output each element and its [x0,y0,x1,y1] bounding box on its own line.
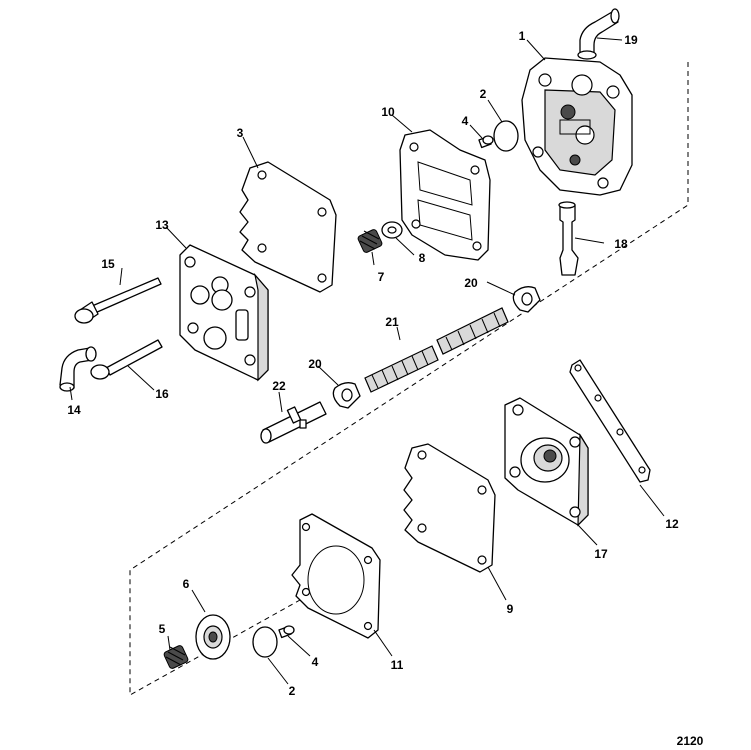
callout-18: 18 [614,237,628,251]
callout-13: 13 [155,218,169,232]
elbow-fitting-icon [577,8,620,60]
diaphragm-sheet-lower [403,443,496,573]
callout-12: 12 [665,517,679,531]
callout-4-top: 4 [462,114,469,128]
retaining-screw-lower [278,625,295,639]
mesh-screen-icon [364,307,509,393]
callout-2-top: 2 [480,87,487,101]
straight-fitting [558,201,579,276]
long-bolt-lower [90,339,163,380]
callout-19: 19 [624,33,638,47]
callout-22: 22 [272,379,286,393]
gasket-lower [291,513,381,639]
leader-lines [69,37,665,685]
pump-gasket [399,129,491,261]
check-valve-tube [260,401,327,444]
callout-labels: 1 19 2 4 10 3 13 7 8 18 15 20 21 20 14 1… [67,29,679,698]
callout-7: 7 [378,270,385,284]
callout-1: 1 [519,29,526,43]
check-valve-disk-lower [252,626,278,658]
callout-10: 10 [381,105,395,119]
coil-spring-lower-icon [163,645,189,669]
retaining-screw [478,135,494,149]
callout-14: 14 [67,403,81,417]
check-valve-disk [493,120,519,152]
valve-retainer [195,614,231,660]
washer [381,221,403,239]
callout-9: 9 [507,602,514,616]
figure-number: 2120 [677,734,704,748]
callout-20-lower: 20 [308,357,322,371]
callout-4-lower: 4 [312,655,319,669]
clip-ring [512,286,541,313]
pump-housing-icon [521,57,633,196]
callout-3: 3 [237,126,244,140]
callout-6: 6 [183,577,190,591]
pump-base-housing [504,397,589,527]
callout-15: 15 [101,257,115,271]
assembly-boundary-dashed [129,62,689,696]
clip-ring-lower [332,382,361,409]
callout-8: 8 [419,251,426,265]
long-bolt [74,277,162,324]
coil-spring-icon [357,229,383,253]
callout-17: 17 [594,547,608,561]
callout-2-lower: 2 [289,684,296,698]
gasket-strip [569,359,651,483]
elbow-fitting-left-icon [59,346,97,392]
callout-5: 5 [159,622,166,636]
callout-21: 21 [385,315,399,329]
callout-16: 16 [155,387,169,401]
callout-11: 11 [391,658,404,672]
diaphragm-sheet [239,161,337,293]
callout-20-top: 20 [464,276,478,290]
cover-plate [179,244,269,382]
